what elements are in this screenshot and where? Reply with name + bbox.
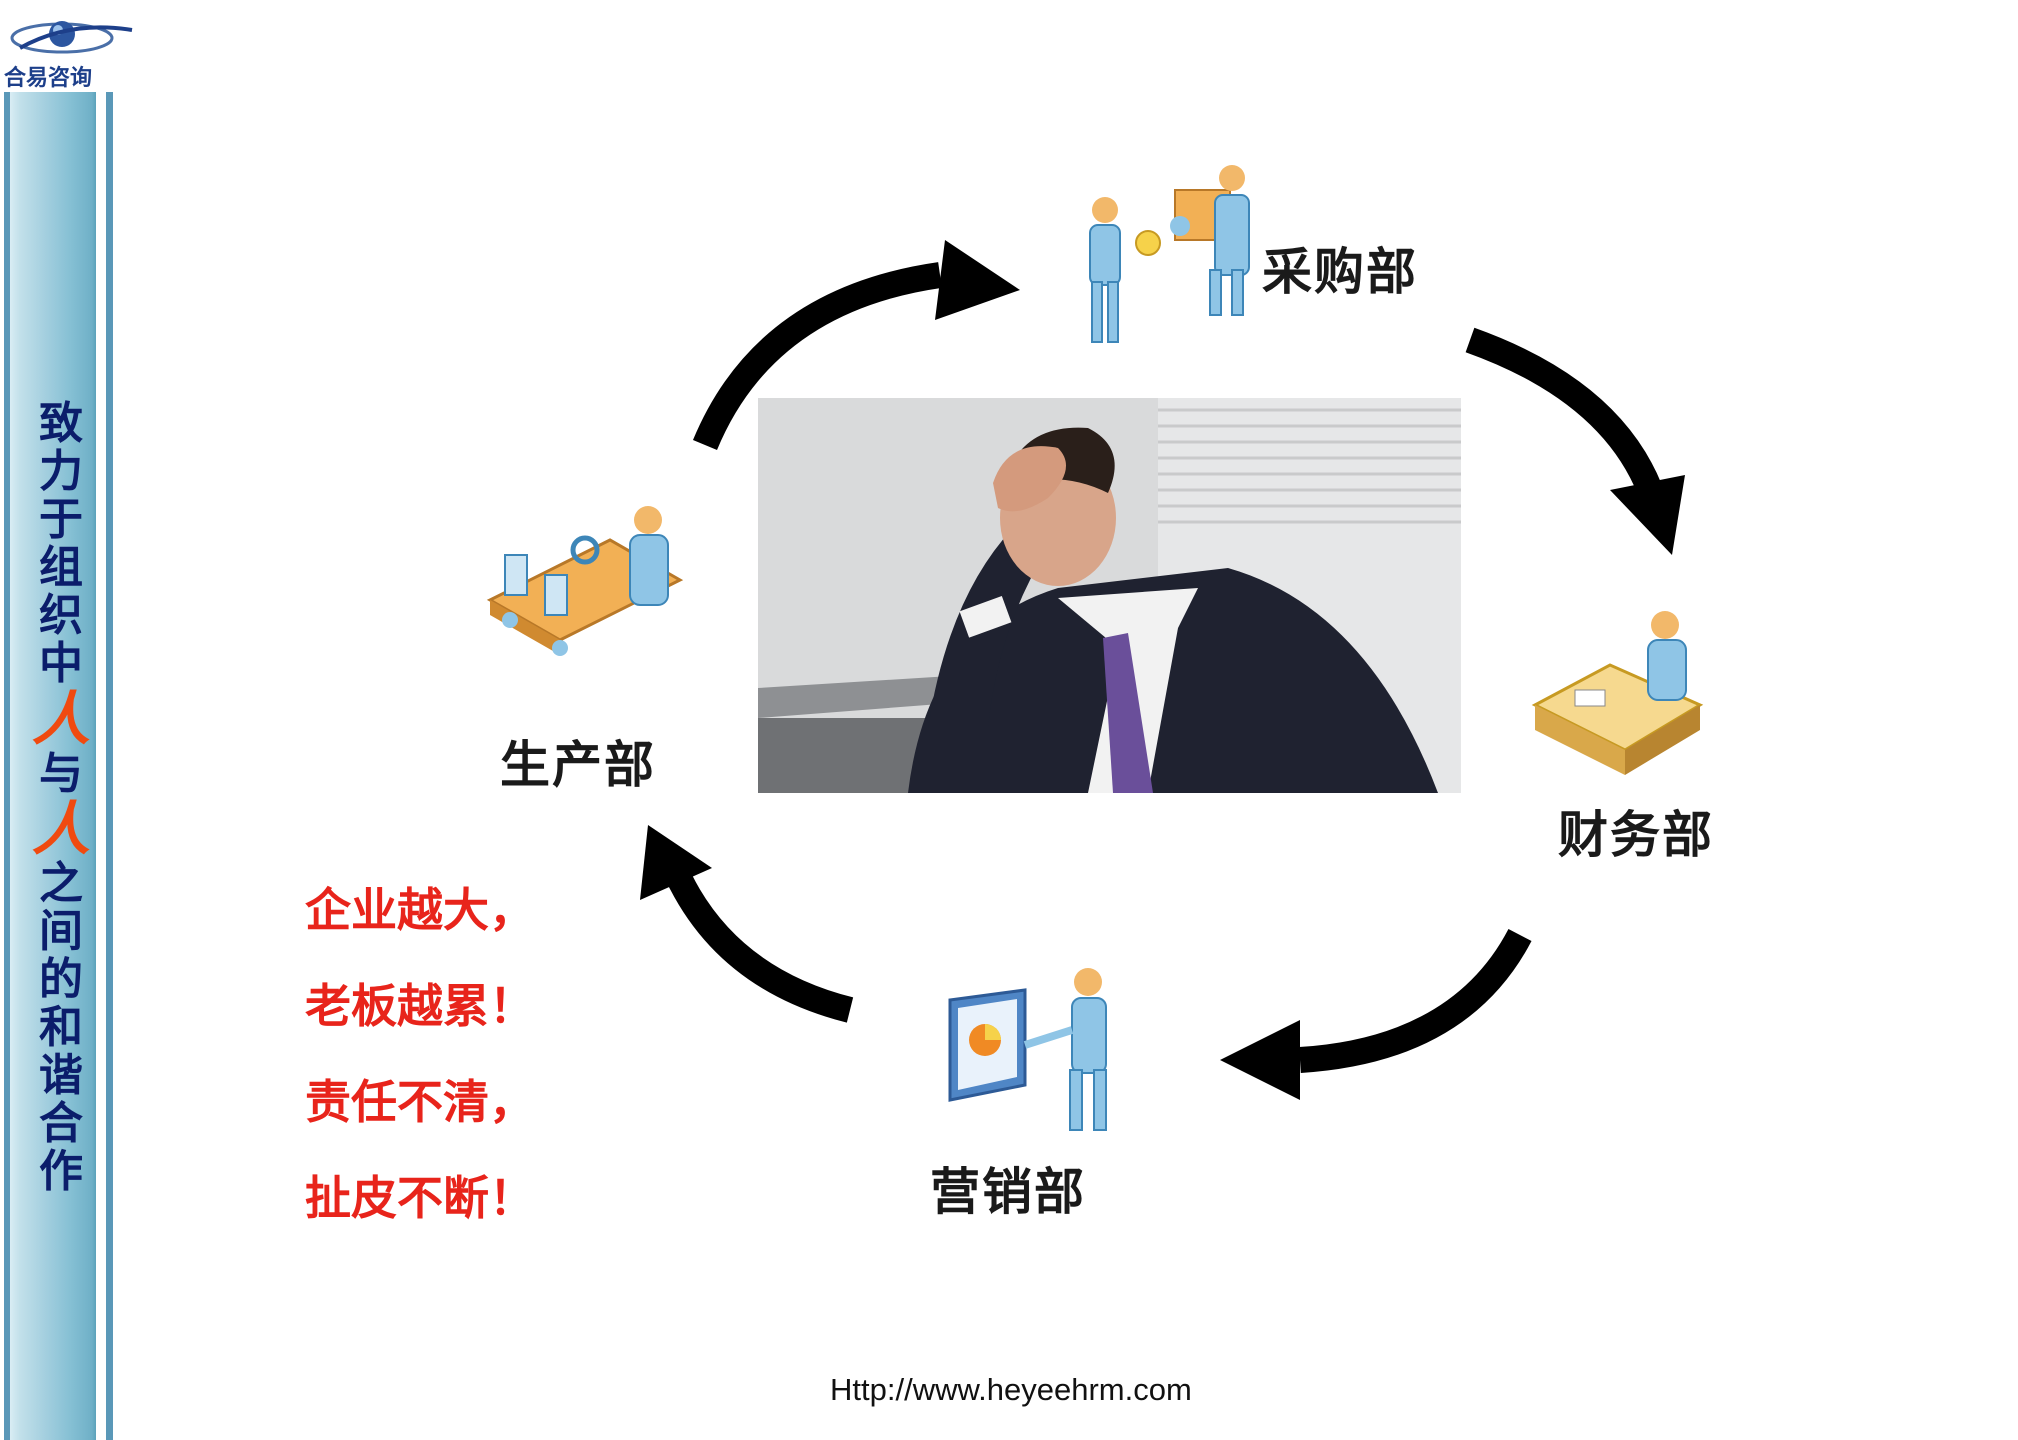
logo-text: 合易咨询 (4, 66, 93, 91)
finance-label: 财务部 (1558, 806, 1714, 864)
slogan-char-accent: 人 (31, 685, 90, 753)
slogan-char: 力 (39, 446, 83, 497)
businessman-photo-icon (758, 398, 1461, 793)
vertical-slogan: 致 力 于 组 织 中 人 与 人 之 间 的 和 谐 合 作 (30, 400, 92, 1196)
marketing-label: 营销部 (930, 1163, 1086, 1221)
warning-line: 责任不清， (305, 1075, 535, 1129)
purchasing-label: 采购部 (1262, 243, 1418, 301)
warning-line: 老板越累！ (305, 979, 535, 1033)
slogan-char: 组 (39, 542, 83, 593)
slogan-char-accent: 人 (31, 795, 90, 863)
warning-line: 企业越大， (305, 883, 535, 937)
slogan-char: 致 (39, 398, 83, 449)
slogan-char: 中 (39, 638, 83, 689)
arrow-to-marketing (1220, 928, 1532, 1100)
arrow-to-purchasing (692, 240, 1020, 451)
production-label: 生产部 (500, 736, 656, 794)
slogan-char: 作 (39, 1146, 83, 1197)
stressed-boss-photo (758, 398, 1461, 793)
slogan-char: 谐 (39, 1050, 83, 1101)
slogan-char: 与 (39, 748, 83, 799)
arrow-to-production (640, 825, 854, 1023)
logo-globe-icon (10, 21, 133, 54)
arrow-to-finance (1465, 327, 1685, 555)
slogan-char: 的 (39, 954, 83, 1005)
slogan-char: 合 (39, 1098, 83, 1149)
purchasing-people-icon (1089, 165, 1250, 343)
company-logo: 合易咨询 (0, 0, 140, 92)
slogan-char: 之 (39, 858, 83, 909)
decorative-sidebar (0, 0, 118, 1440)
slogan-char: 间 (39, 906, 83, 957)
warning-text: 企业越大， 老板越累！ 责任不清， 扯皮不断！ (305, 862, 535, 1246)
marketing-presenter-icon (948, 968, 1107, 1131)
slogan-char: 于 (39, 494, 83, 545)
production-conveyor-icon (486, 506, 684, 656)
warning-line: 扯皮不断！ (305, 1171, 535, 1225)
finance-desk-icon (1531, 611, 1704, 775)
footer-url: Http://www.heyeehrm.com (830, 1372, 1192, 1407)
slogan-char: 和 (39, 1002, 83, 1053)
slogan-char: 织 (39, 590, 83, 641)
